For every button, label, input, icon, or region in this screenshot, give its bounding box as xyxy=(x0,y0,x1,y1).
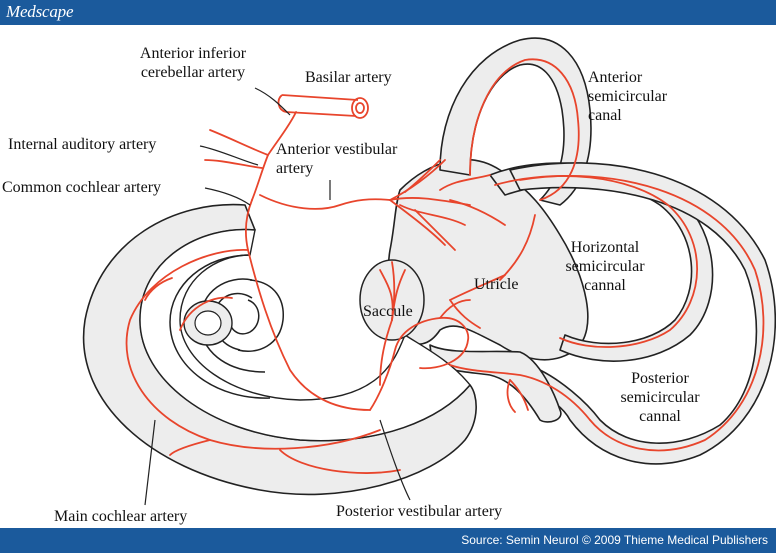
label-saccule: Saccule xyxy=(363,303,413,320)
medscape-logo[interactable]: Medscape xyxy=(6,2,74,21)
label-basilar-artery: Basilar artery xyxy=(305,69,392,86)
label-ant-canal-line1: Anterior xyxy=(588,69,643,86)
source-credit: Source: Semin Neurol © 2009 Thieme Medic… xyxy=(461,533,768,547)
label-post-canal-line1: Posterior xyxy=(631,370,689,387)
label-anterior-vestibular-artery: Anterior vestibular artery xyxy=(276,140,397,178)
common-cochlear-vessel xyxy=(245,199,371,411)
main-cochlear-vessel xyxy=(125,249,381,450)
label-utricle: Utricle xyxy=(474,276,519,293)
label-ant-vestibular-line1: Anterior vestibular xyxy=(276,141,398,158)
label-hor-canal-line2: semicircular xyxy=(565,258,645,275)
anterior-vestibular-vessel xyxy=(259,194,391,210)
label-hor-canal-line3: cannal xyxy=(584,277,626,294)
arteries xyxy=(125,58,765,474)
label-aica-line2: cerebellar artery xyxy=(140,64,246,81)
label-aica: Anterior inferior cerebellar artery xyxy=(118,44,268,82)
cochlea-inner xyxy=(139,228,471,442)
leader-lines xyxy=(144,87,411,506)
label-posterior-vestibular-artery: Posterior vestibular artery xyxy=(336,503,503,520)
label-horizontal-canal: Horizontal semicircular cannal xyxy=(550,238,660,295)
label-aica-line1: Anterior inferior xyxy=(139,45,247,62)
label-posterior-canal: Posterior semicircular cannal xyxy=(605,369,715,426)
label-ant-canal-line3: canal xyxy=(588,107,622,124)
anterior-canal xyxy=(439,37,592,206)
label-internal-auditory-artery: Internal auditory artery xyxy=(8,136,157,153)
label-hor-canal-line1: Horizontal xyxy=(570,239,640,256)
header-bar: Medscape xyxy=(0,0,776,25)
footer-bar: Source: Semin Neurol © 2009 Thieme Medic… xyxy=(0,528,776,553)
label-anterior-canal: Anterior semicircular canal xyxy=(588,68,667,125)
label-post-canal-line2: semicircular xyxy=(620,389,700,406)
posterior-canal-limb xyxy=(429,344,562,423)
basilar-artery-vessel xyxy=(277,94,369,119)
labyrinth-tissue xyxy=(82,37,776,496)
label-main-cochlear-artery: Main cochlear artery xyxy=(54,508,188,525)
label-ant-vestibular-line2: artery xyxy=(276,160,314,177)
inner-ear-diagram xyxy=(82,37,776,506)
label-post-canal-line3: cannal xyxy=(639,408,681,425)
label-ant-canal-line2: semicircular xyxy=(588,88,668,105)
label-common-cochlear-artery: Common cochlear artery xyxy=(2,179,162,196)
